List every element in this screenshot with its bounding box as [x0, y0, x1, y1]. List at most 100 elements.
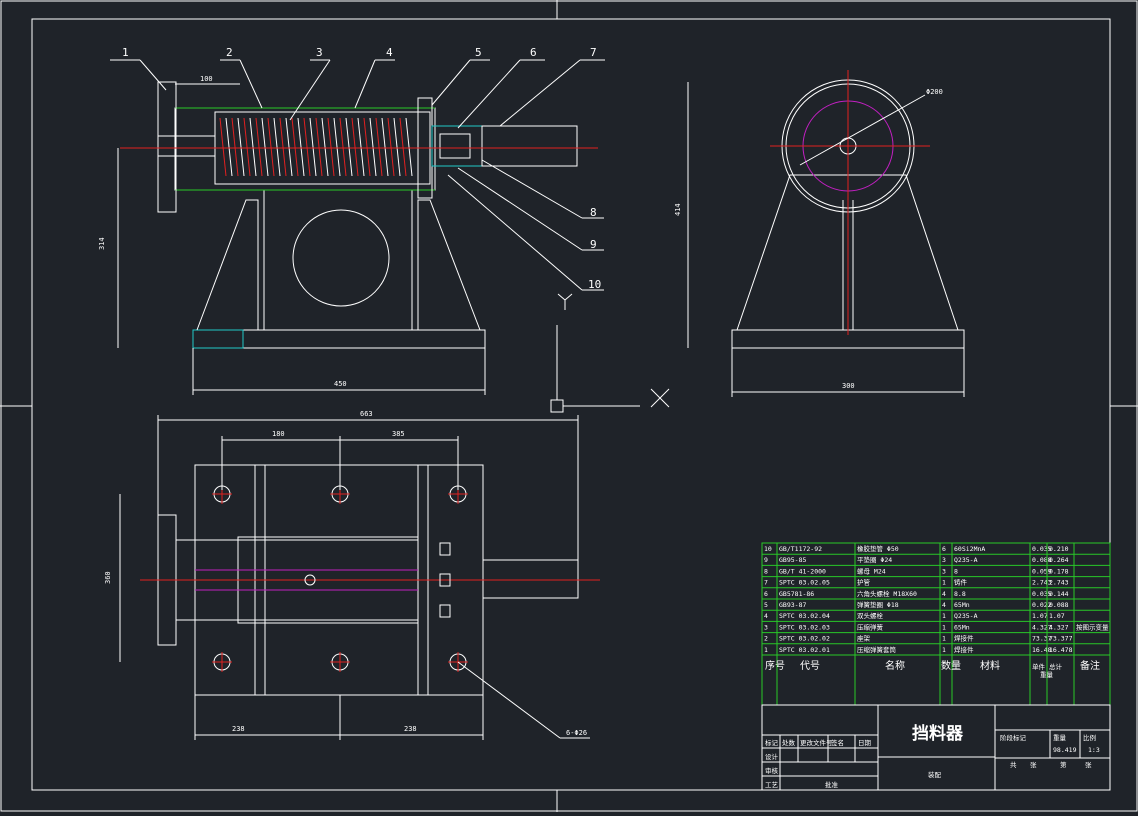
- bom-cell-code: GB95-85: [779, 556, 806, 564]
- bom-cell-mat: Q235-A: [954, 556, 978, 564]
- bom-cell-qty: 1: [942, 623, 946, 631]
- bom-cell-code: GB/T1172-92: [779, 545, 822, 553]
- bom-cell-unit: 2.743: [1032, 579, 1052, 587]
- bom-cell-no: 8: [764, 567, 768, 575]
- bom-cell-name: 座架: [857, 634, 871, 643]
- dim-238b: 238: [404, 725, 417, 733]
- bom-header-weight: 重量: [1040, 671, 1054, 679]
- side-view: Φ200 414 300: [674, 70, 965, 397]
- sheet-a: 共: [1010, 760, 1017, 769]
- stage-label: 阶段标记: [1000, 733, 1027, 742]
- tb-approve: 批准: [825, 780, 839, 789]
- callout-8: 8: [590, 206, 597, 219]
- bom-cell-mat: 8: [954, 567, 958, 575]
- sheet-c: 第: [1060, 760, 1067, 769]
- tb-process: 工艺: [765, 781, 779, 789]
- tb-count: 处数: [782, 738, 796, 747]
- bom-cell-unit: 0.035: [1032, 545, 1052, 553]
- bom-cell-mat: 8.8: [954, 590, 966, 598]
- tb-mark: 标记: [765, 738, 779, 747]
- bom-cell-note: 按图示变量: [1076, 622, 1109, 631]
- bom-cell-qty: 3: [942, 567, 946, 575]
- bom-cell-unit: 0.022: [1032, 601, 1052, 609]
- callout-4: 4: [386, 46, 393, 59]
- bom-header-unit: 单件: [1032, 662, 1046, 671]
- sheet-d: 张: [1085, 760, 1092, 769]
- cad-cursor: [550, 293, 670, 413]
- bom-cell-qty: 1: [942, 612, 946, 620]
- tb-sign: 签名: [831, 738, 844, 747]
- bom-cell-no: 3: [764, 623, 768, 631]
- bom-cell-qty: 1: [942, 579, 946, 587]
- bom-cell-total: 0.264: [1049, 556, 1069, 564]
- spring-coils: [219, 117, 413, 177]
- bom-cell-no: 9: [764, 556, 768, 564]
- bom-header-qty: 数量: [941, 659, 961, 672]
- callout-5: 5: [475, 46, 482, 59]
- bom-cell-no: 5: [764, 601, 768, 609]
- bom-cell-name: 弹簧垫圈 Φ18: [857, 600, 899, 609]
- bom-cell-total: 0.144: [1049, 590, 1069, 598]
- bom-cell-total: 16.478: [1049, 646, 1073, 654]
- dim-314: 314: [98, 237, 106, 250]
- bom-cell-code: SPTC 03.02.03: [779, 623, 830, 631]
- bom-cell-unit: 16.48: [1032, 646, 1052, 654]
- dim-holes: 6-Φ26: [566, 729, 587, 737]
- bom-cell-name: 橡胶垫管 Φ50: [857, 544, 899, 553]
- bom-header-total: 总计: [1049, 662, 1063, 671]
- bom-cell-mat: 60Si2MnA: [954, 545, 985, 553]
- bom-cell-code: GB/T 41-2000: [779, 567, 826, 575]
- callout-3: 3: [316, 46, 323, 59]
- bom-cell-mat: Q235-A: [954, 612, 978, 620]
- dim-385: 385: [392, 430, 405, 438]
- bom-cell-code: SPTC 03.02.01: [779, 646, 830, 654]
- dim-238a: 238: [232, 725, 245, 733]
- bom-cell-name: 平垫圈 Φ24: [857, 555, 892, 564]
- tb-change: 更改文件号: [800, 738, 833, 747]
- dim-100: 100: [200, 75, 213, 83]
- dim-phi200: Φ200: [926, 88, 943, 96]
- bom-cell-no: 10: [764, 545, 772, 553]
- bom-cell-name: 螺母 M24: [857, 566, 886, 575]
- bom-cell-total: 1.07: [1049, 612, 1065, 620]
- bom-cell-qty: 6: [942, 545, 946, 553]
- bom-cell-code: SPTC 03.02.05: [779, 579, 830, 587]
- bom-cell-name: 护管: [857, 578, 871, 587]
- bom-cell-no: 1: [764, 646, 768, 654]
- bom-cell-code: GB93-87: [779, 601, 806, 609]
- scale-value: 1:3: [1088, 746, 1100, 754]
- scale-label: 比例: [1083, 733, 1096, 742]
- sheet-b: 张: [1030, 760, 1037, 769]
- dim-180: 180: [272, 430, 285, 438]
- weight-value: 98.419: [1053, 746, 1077, 754]
- bom-cell-qty: 4: [942, 601, 946, 609]
- bom-header-code: 代号: [800, 660, 820, 672]
- bom-cell-name: 压缩弹簧: [857, 622, 884, 631]
- bom-cell-qty: 4: [942, 590, 946, 598]
- bom-header-note: 备注: [1080, 659, 1100, 672]
- callout-6: 6: [530, 46, 537, 59]
- dim-300: 300: [842, 382, 855, 390]
- bom-header-no: 序号: [765, 659, 785, 672]
- bom-cell-total: 0.178: [1049, 567, 1069, 575]
- bom-cell-code: GB5781-86: [779, 590, 814, 598]
- bom-cell-mat: 铸件: [954, 578, 968, 587]
- bom-header-mat: 材料: [980, 659, 1000, 672]
- bom-cell-no: 7: [764, 579, 768, 587]
- bom-cell-name: 压缩弹簧套筒: [857, 645, 897, 654]
- bom-cell-mat: 65Mn: [954, 623, 970, 631]
- bom-cell-unit: 4.327: [1032, 623, 1052, 631]
- bom-cell-code: SPTC 03.02.02: [779, 635, 830, 643]
- bom-cell-unit: 0.088: [1032, 556, 1052, 564]
- bom-cell-unit: 0.035: [1032, 590, 1052, 598]
- tb-review: 审核: [765, 766, 779, 775]
- bom-cell-mat: 65Mn: [954, 601, 970, 609]
- bom-cell-unit: 1.07: [1032, 612, 1048, 620]
- bom-cell-total: 4.327: [1049, 623, 1069, 631]
- dim-663: 663: [360, 410, 373, 418]
- callout-2: 2: [226, 46, 233, 59]
- bom-cell-code: SPTC 03.02.04: [779, 612, 830, 620]
